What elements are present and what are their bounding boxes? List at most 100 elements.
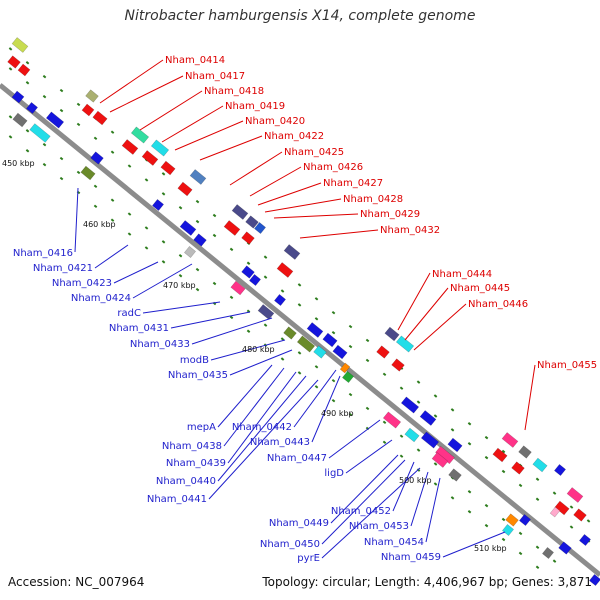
gene-label[interactable]: Nham_0445 <box>450 283 510 294</box>
tick-mark <box>552 559 557 563</box>
gene-label[interactable]: Nham_0454 <box>364 537 424 548</box>
gene-label[interactable]: Nham_0441 <box>147 494 207 505</box>
gene-label[interactable]: Nham_0443 <box>250 437 310 448</box>
accession-text: Accession: NC_007964 <box>8 575 145 589</box>
tick-mark <box>416 468 421 472</box>
gene-label[interactable]: Nham_0450 <box>260 539 320 550</box>
tick-mark <box>331 330 336 335</box>
tick-mark <box>484 523 489 528</box>
leader-line <box>217 375 307 482</box>
tick-mark <box>161 192 166 196</box>
tick-mark <box>76 170 81 175</box>
gene-feature <box>566 487 584 503</box>
leader-line <box>208 379 319 500</box>
tick-mark <box>59 108 64 113</box>
leader-line <box>321 467 421 559</box>
gene-label[interactable]: Nham_0455 <box>537 360 597 371</box>
gene-features <box>7 37 600 586</box>
gene-label[interactable]: Nham_0428 <box>343 194 403 205</box>
leader-line <box>273 213 359 219</box>
gene-label[interactable]: Nham_0444 <box>432 269 492 280</box>
gene-label[interactable]: Nham_0435 <box>168 370 228 381</box>
leader-line <box>410 471 429 527</box>
gene-label[interactable]: ligD <box>324 468 344 479</box>
tick-mark <box>450 408 455 412</box>
gene-label[interactable]: Nham_0433 <box>130 339 190 350</box>
gene-label[interactable]: Nham_0420 <box>245 116 305 127</box>
leader-line <box>227 371 297 464</box>
tick-mark <box>93 184 98 189</box>
tick-mark <box>365 406 370 411</box>
tick-mark <box>501 517 506 522</box>
gene-feature <box>254 222 266 234</box>
tick-mark <box>127 232 132 236</box>
gene-feature <box>579 534 591 546</box>
gene-label[interactable]: Nham_0421 <box>33 263 93 274</box>
gene-label[interactable]: Nham_0440 <box>156 476 216 487</box>
gene-label[interactable]: Nham_0419 <box>225 101 285 112</box>
leader-line <box>161 105 224 143</box>
gene-label[interactable]: Nham_0447 <box>267 453 327 464</box>
tick-mark <box>314 365 319 369</box>
gene-label[interactable]: pyrE <box>297 553 320 564</box>
gene-label[interactable]: modB <box>180 355 209 366</box>
gene-label[interactable]: Nham_0426 <box>303 162 363 173</box>
gene-feature <box>249 274 261 286</box>
tick-mark <box>280 357 285 361</box>
genome-summary-text: Topology: circular; Length: 4,406,967 bp… <box>262 575 592 589</box>
gene-label[interactable]: Nham_0414 <box>165 55 225 66</box>
leader-line <box>199 135 263 161</box>
tick-mark <box>110 218 115 222</box>
tick-mark <box>535 565 540 569</box>
tick-mark <box>348 392 353 397</box>
tick-mark <box>331 310 336 315</box>
gene-feature <box>231 204 249 220</box>
tick-mark <box>433 482 438 486</box>
gene-label[interactable]: Nham_0422 <box>264 131 324 142</box>
tick-mark <box>25 81 30 85</box>
gene-label[interactable]: Nham_0442 <box>232 422 292 433</box>
gene-label[interactable]: Nham_0416 <box>13 248 73 259</box>
gene-label[interactable]: mepA <box>187 422 216 433</box>
tick-mark <box>229 247 234 252</box>
gene-label[interactable]: Nham_0418 <box>204 86 264 97</box>
tick-mark <box>365 338 370 343</box>
gene-label[interactable]: Nham_0432 <box>380 225 440 236</box>
gene-feature <box>419 410 437 426</box>
gene-label[interactable]: Nham_0417 <box>185 71 245 82</box>
gene-label[interactable]: Nham_0449 <box>269 518 329 529</box>
gene-label[interactable]: Nham_0425 <box>284 147 344 158</box>
tick-mark <box>314 297 319 301</box>
gene-feature <box>384 326 400 342</box>
tick-mark <box>195 199 200 204</box>
leader-line <box>174 120 244 151</box>
tick-mark <box>399 454 404 458</box>
gene-label[interactable]: Nham_0446 <box>468 299 528 310</box>
gene-label[interactable]: Nham_0438 <box>162 441 222 452</box>
tick-mark <box>399 386 404 390</box>
gene-label[interactable]: Nham_0459 <box>381 552 441 563</box>
gene-label[interactable]: Nham_0452 <box>331 506 391 517</box>
tick-mark <box>263 255 268 259</box>
gene-label[interactable]: Nham_0439 <box>166 458 226 469</box>
gene-feature <box>283 326 297 340</box>
gene-label[interactable]: Nham_0429 <box>360 209 420 220</box>
gene-feature <box>558 541 572 555</box>
gene-feature <box>179 220 197 236</box>
gene-feature <box>152 199 164 211</box>
gene-label[interactable]: Nham_0427 <box>323 178 383 189</box>
gene-label[interactable]: Nham_0431 <box>109 323 169 334</box>
tick-mark <box>144 226 149 230</box>
tick-mark <box>195 219 200 224</box>
kbp-label: 510 kbp <box>474 544 507 553</box>
gene-label[interactable]: radC <box>117 308 141 319</box>
bottom-strand-labels: Nham_0416 Nham_0421 Nham_0423 Nham_0424 … <box>13 248 441 564</box>
tick-mark <box>433 414 438 418</box>
gene-feature <box>193 233 207 247</box>
leader-line <box>170 311 251 329</box>
tick-mark <box>25 129 30 133</box>
gene-label[interactable]: Nham_0423 <box>52 278 112 289</box>
gene-label[interactable]: Nham_0424 <box>71 293 131 304</box>
tick-mark <box>416 400 421 404</box>
gene-label[interactable]: Nham_0453 <box>349 521 409 532</box>
